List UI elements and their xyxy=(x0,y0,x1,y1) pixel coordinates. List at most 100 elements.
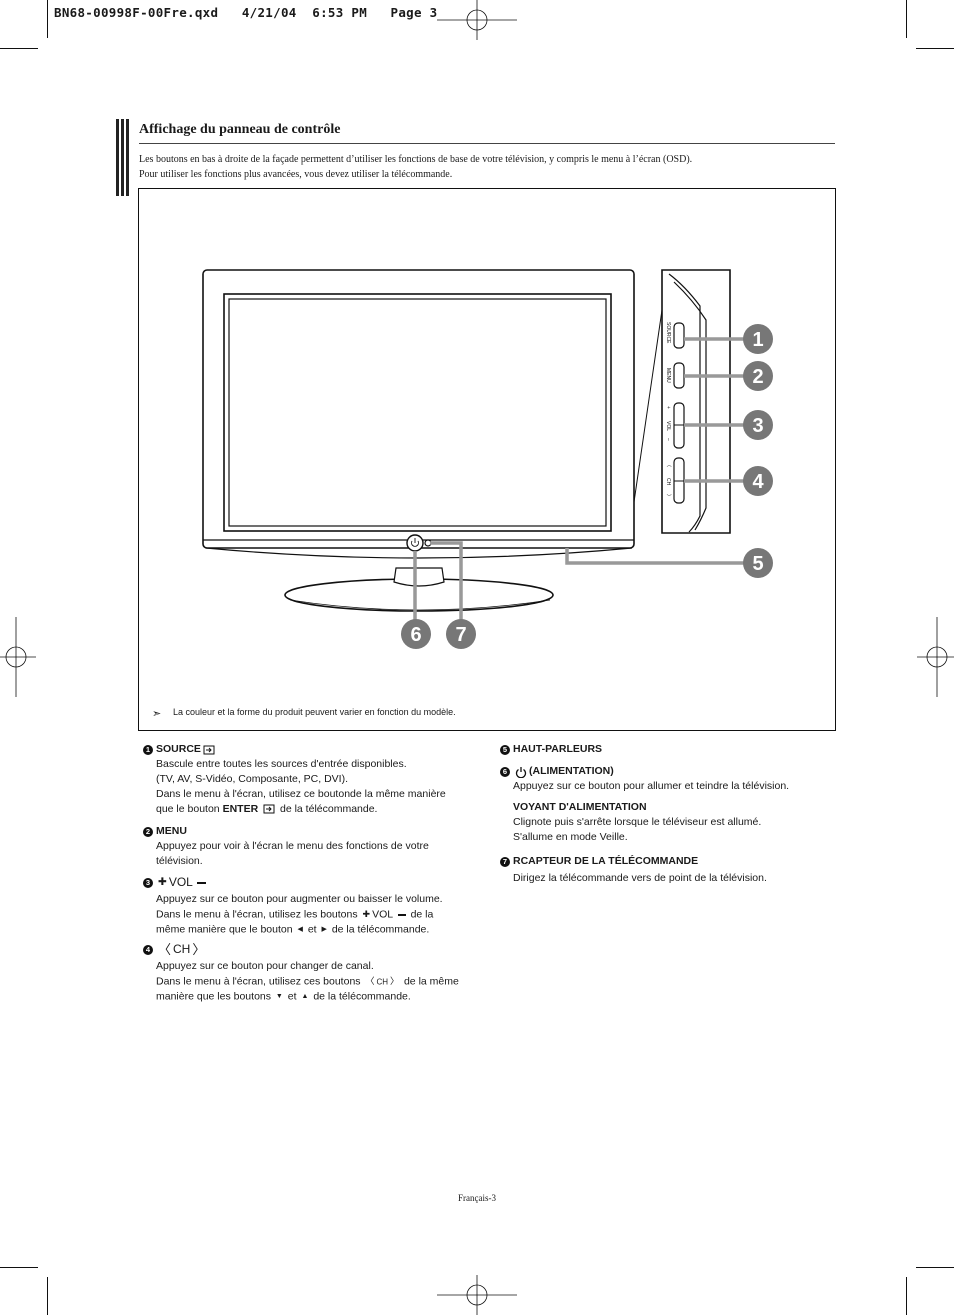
source-icon xyxy=(203,745,215,754)
crop-mark xyxy=(916,48,954,49)
item-line: Clignote puis s'arrête lorsque le télévi… xyxy=(513,816,762,828)
number-badge: 7 xyxy=(500,856,510,867)
tv-stand xyxy=(284,567,554,612)
callout-5: 5 xyxy=(743,548,773,578)
power-button xyxy=(406,534,424,552)
crop-mark xyxy=(906,0,907,38)
chevron-right-icon: 〉 xyxy=(192,942,206,957)
callout-6: 6 xyxy=(401,619,431,649)
svg-text:6: 6 xyxy=(410,624,421,646)
svg-text:1: 1 xyxy=(752,329,763,351)
note-arrow-icon: ➣ xyxy=(152,708,162,720)
item-line: que le bouton ENTER de la télécommande. xyxy=(156,803,378,815)
svg-text:5: 5 xyxy=(752,553,763,575)
item-line: Appuyez sur ce bouton pour changer de ca… xyxy=(156,960,374,972)
side-label-ch: CH xyxy=(665,478,671,486)
chevron-left-icon: 〈 xyxy=(365,976,375,986)
right-arrow-icon: ▶ xyxy=(321,926,327,934)
callout-4: 4 xyxy=(743,466,773,496)
left-arrow-icon: ◀ xyxy=(297,926,303,934)
crop-mark xyxy=(0,48,38,49)
item-source: 1 SOURCE Bascule entre toutes les source… xyxy=(143,742,483,817)
crop-mark xyxy=(47,1277,48,1315)
intro-line-2: Pour utiliser les fonctions plus avancée… xyxy=(139,169,453,180)
svg-text:4: 4 xyxy=(752,471,764,493)
number-badge: 5 xyxy=(500,744,510,755)
item-power: 6 (ALIMENTATION) Appuyez sur ce bouton p… xyxy=(500,764,830,845)
item-ch: 4 〈 CH 〉 Appuyez sur ce bouton pour chan… xyxy=(143,942,483,1005)
item-title: VOL xyxy=(168,875,193,889)
file-slug: BN68-00998F-00Fre.qxd 4/21/04 6:53 PM Pa… xyxy=(54,5,438,20)
number-badge: 2 xyxy=(143,826,153,837)
leader-lines xyxy=(413,337,745,620)
plus-icon: ✚ xyxy=(362,909,371,919)
item-title: HAUT-PARLEURS xyxy=(513,743,603,755)
crop-mark xyxy=(916,1267,954,1268)
number-badge: 4 xyxy=(143,944,153,955)
tv-body xyxy=(202,269,635,559)
item-line: télévision. xyxy=(156,855,203,867)
up-arrow-icon: ▲ xyxy=(301,993,309,1001)
side-label-source: SOURCE xyxy=(665,322,671,344)
item-title: SOURCE xyxy=(156,743,201,755)
title-bar-decoration xyxy=(116,119,131,196)
item-speakers: 5 HAUT-PARLEURS xyxy=(500,742,830,757)
item-title: (ALIMENTATION) xyxy=(529,765,614,777)
side-label-vol: VOL xyxy=(665,421,671,431)
item-line: Dans le menu à l'écran, utilisez ces bou… xyxy=(156,975,459,988)
power-icon xyxy=(515,766,527,778)
callout-7: 7 xyxy=(446,619,476,649)
item-title: RCAPTEUR DE LA TÉLÉCOMMANDE xyxy=(513,855,699,867)
item-remote-sensor: 7 RCAPTEUR DE LA TÉLÉCOMMANDE Dirigez la… xyxy=(500,854,830,886)
side-label-menu: MENU xyxy=(665,368,671,383)
enter-icon xyxy=(263,804,275,814)
item-title: MENU xyxy=(156,825,187,837)
callout-3: 3 xyxy=(743,410,773,440)
svg-text:7: 7 xyxy=(455,624,466,646)
crop-mark xyxy=(906,1277,907,1315)
number-badge: 6 xyxy=(500,766,510,777)
diagram-frame xyxy=(138,188,836,731)
chevron-left-icon: 〈 xyxy=(158,942,172,957)
item-subtitle: VOYANT D'ALIMENTATION xyxy=(513,801,647,813)
minus-icon xyxy=(196,881,206,884)
intro-line-1: Les boutons en bas à droite de la façade… xyxy=(139,154,693,165)
item-title: CH xyxy=(173,942,191,956)
item-line: Dans le menu à l'écran, utilisez les bou… xyxy=(156,908,434,921)
number-badge: 3 xyxy=(143,877,153,888)
callout-2: 2 xyxy=(743,361,773,391)
plus-icon: ✚ xyxy=(158,876,167,888)
title-rule xyxy=(139,143,835,144)
chevron-right-icon: 〉 xyxy=(390,976,400,986)
side-label-minus: – xyxy=(665,438,671,441)
number-badge: 1 xyxy=(143,744,153,755)
tv-diagram: SOURCE MENU + VOL – 〈 CH 〉 1 2 3 4 5 6 7 xyxy=(202,269,773,649)
side-panel: SOURCE MENU + VOL – 〈 CH 〉 xyxy=(633,269,731,534)
item-line: (TV, AV, S-Vidéo, Composante, PC, DVI). xyxy=(156,773,349,785)
item-line: Appuyez sur ce bouton pour augmenter ou … xyxy=(156,893,443,905)
diagram-note: La couleur et la forme du produit peuven… xyxy=(173,707,456,717)
crop-mark xyxy=(47,0,48,38)
side-label-ch-down: 〉 xyxy=(665,494,671,499)
item-line: manière que les boutons ▼ et ▲ de la tél… xyxy=(156,990,411,1003)
item-line: même manière que le bouton ◀ et ▶ de la … xyxy=(156,923,430,936)
item-line: Appuyez sur ce bouton pour allumer et te… xyxy=(513,780,790,792)
item-line: Dans le menu à l'écran, utilisez ce bout… xyxy=(156,788,446,800)
crop-mark xyxy=(0,1267,38,1268)
section-title: Affichage du panneau de contrôle xyxy=(139,122,341,137)
callout-badges: 1 2 3 4 5 6 7 xyxy=(401,324,773,649)
item-line: Bascule entre toutes les sources d'entré… xyxy=(156,758,407,770)
item-line: Dirigez la télécommande vers de point de… xyxy=(513,872,767,884)
item-menu: 2 MENU Appuyez pour voir à l'écran le me… xyxy=(143,824,483,869)
side-label-ch-up: 〈 xyxy=(665,462,671,467)
side-label-plus: + xyxy=(665,406,671,409)
item-line: Appuyez pour voir à l'écran le menu des … xyxy=(156,840,429,852)
page-footer: Français-3 xyxy=(458,1193,496,1203)
minus-icon xyxy=(397,913,406,916)
item-line: S'allume en mode Veille. xyxy=(513,831,628,843)
svg-text:2: 2 xyxy=(752,366,763,388)
item-vol: 3 ✚ VOL Appuyez sur ce bouton pour augme… xyxy=(143,875,483,938)
callout-1: 1 xyxy=(743,324,773,354)
down-arrow-icon: ▼ xyxy=(275,993,283,1001)
